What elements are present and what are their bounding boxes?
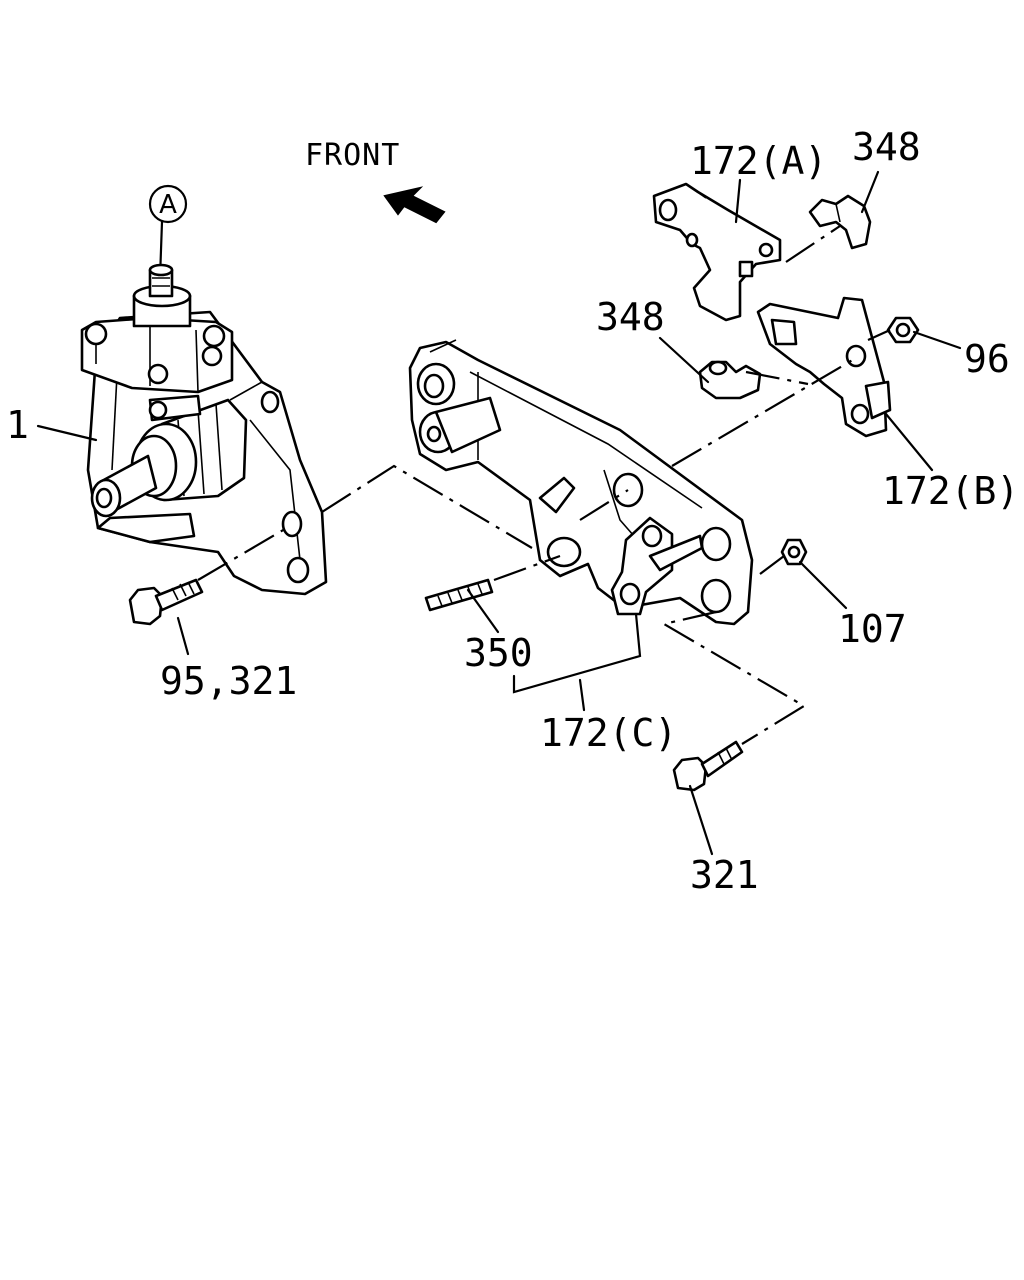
bracket-172a (652, 182, 782, 322)
front-label: FRONT (305, 138, 400, 173)
detail-marker-a: A (148, 184, 188, 280)
callout-96: 96 (964, 337, 1010, 381)
callout-350: 350 (464, 631, 533, 675)
callout-1: 1 (6, 403, 29, 447)
stud-350 (424, 578, 494, 612)
clip-348-lower (698, 360, 762, 400)
nut-96 (886, 316, 920, 344)
assembly-lines (197, 225, 891, 745)
callout-348-lower: 348 (596, 295, 665, 339)
callout-95-321: 95,321 (160, 659, 297, 703)
clip-348-upper (808, 194, 872, 250)
front-arrow-icon (383, 186, 446, 224)
callout-172b: 172(B) (882, 469, 1019, 513)
callout-107: 107 (838, 607, 907, 651)
bracket-172b (756, 296, 892, 438)
callout-321: 321 (690, 853, 759, 897)
callout-172a: 172(A) (690, 139, 827, 183)
leader-lines (36, 170, 962, 856)
steering-gear-assembly (80, 263, 328, 596)
bolt-321 (672, 740, 744, 792)
bolt-95-321 (128, 578, 204, 626)
link-plate (610, 516, 704, 616)
detail-marker-label: A (159, 190, 177, 220)
callout-172c: 172(C) (540, 711, 677, 755)
callout-348-upper: 348 (852, 125, 921, 169)
nut-107 (780, 538, 808, 566)
